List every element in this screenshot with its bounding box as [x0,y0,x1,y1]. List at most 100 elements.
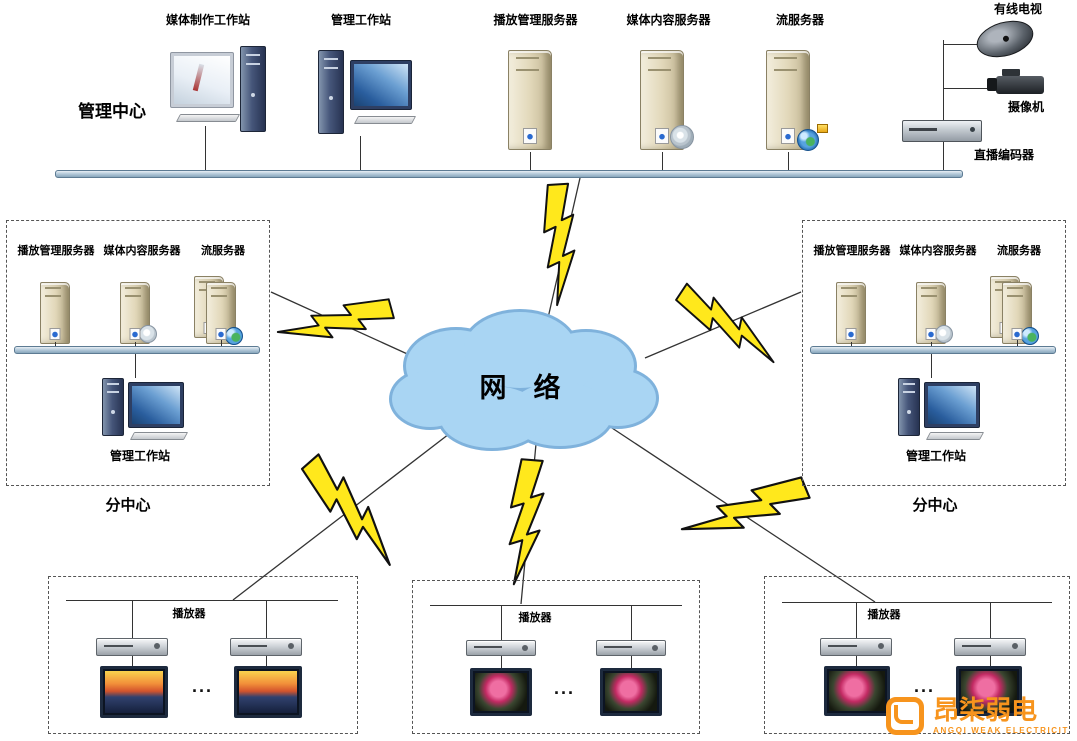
subcenter-playback-server-icon [836,282,866,344]
monitor-screen [132,386,180,424]
subcenter-stream-server-icon [1002,282,1039,345]
globe-icon [1021,327,1039,345]
lightning-bolt-icon [667,281,790,364]
label-live-encoder: 直播编码器 [973,148,1034,162]
left-subcenter-lan-bus [14,346,260,354]
connector-line [631,605,632,640]
label-stream-server: 流服务器 [775,13,824,27]
display-screen-icon [100,666,168,718]
terminal-bus-line [66,600,338,601]
subcenter-ws-tower-icon [102,378,124,436]
label-subcenter-playback-server: 播放管理服务器 [17,245,95,257]
watermark-subtitle: ANGQI WEAK ELECTRICIT [933,726,1069,735]
management-ws-tower-icon [318,50,344,134]
keyboard-icon [925,432,985,440]
screen-image [961,671,1017,711]
connector-line [943,142,944,170]
monitor-screen [354,64,408,106]
connector-line [856,656,857,666]
connector-line [55,342,56,348]
lightning-bolt-icon [276,281,399,368]
ellipsis: ... [192,676,214,696]
globe-icon [797,129,819,151]
lightning-bolt-icon [499,456,557,586]
live-encoder-icon [902,120,982,142]
connector-line [266,600,267,638]
right-subcenter-box [802,220,1066,486]
watermark-text: 昂柒弱电 ANGQI WEAK ELECTRICIT [933,697,1069,735]
video-camera-icon [987,69,1044,94]
connector-line [788,152,789,170]
management-center-title: 管理中心 [78,102,146,121]
keyboard-icon [129,432,189,440]
media-content-server-icon [640,50,694,150]
connector-line [943,88,992,89]
globe-icon [225,327,243,345]
subcenter-playback-server-icon [40,282,70,344]
terminal-bus-line [782,602,1052,603]
subcenter-content-server-icon [916,282,953,344]
label-subcenter-playback-server: 播放管理服务器 [813,245,891,257]
left-subcenter-title: 分中心 [105,497,151,514]
connector-line [135,354,136,378]
connector-line [1017,340,1018,348]
keyboard-icon [175,114,241,122]
connector-line [221,340,222,348]
connector-line [631,656,632,668]
display-screen-icon [824,666,890,716]
connector-line [931,342,932,348]
watermark: 昂柒弱电 ANGQI WEAK ELECTRICIT [886,697,1069,735]
screen-image [829,671,885,711]
display-screen-icon [470,668,532,716]
network-cloud [389,309,659,451]
lightning-bolt-icon [527,179,597,307]
subcenter-ws-monitor-icon [128,382,184,428]
subcenter-ws-monitor-icon [924,382,980,428]
watermark-brand: 昂柒弱电 [933,695,1038,725]
center-lan-bus [55,170,963,178]
lightning-bolt-icon [680,458,815,567]
media-chip-icon [817,124,828,133]
connector-line [132,656,133,666]
cd-disc-icon [139,325,157,343]
label-management-workstation: 管理工作站 [330,13,391,27]
cloud-fill [392,312,656,448]
keyboard-icon [353,116,417,124]
media-production-tower-icon [240,46,266,132]
subcenter-ws-tower-icon [898,378,920,436]
screen-image [475,673,527,711]
label-player: 播放器 [867,609,901,621]
connector-line [501,605,502,640]
cd-disc-icon [935,325,953,343]
connector-line [205,126,206,170]
connector-line [943,40,944,120]
middle-terminal-box [412,580,700,734]
display-screen-icon [956,666,1022,716]
connector-line [135,342,136,348]
connector-line [990,602,991,638]
monitor-screen [928,386,976,424]
label-playback-mgmt-server: 播放管理服务器 [493,13,578,27]
label-subcenter-stream-server: 流服务器 [997,245,1041,257]
label-player: 播放器 [518,612,552,624]
display-screen-icon [600,668,662,716]
right-subcenter-lan-bus [810,346,1056,354]
connector-line [132,600,133,638]
connector-line [360,136,361,170]
lightning-bolt-icon [287,450,418,566]
label-media-content-server: 媒体内容服务器 [626,13,711,27]
connector-line [530,152,531,170]
label-subcenter-content-server: 媒体内容服务器 [899,245,977,257]
network-cloud-label: 网 络 [479,373,561,403]
terminal-bus-line [430,605,682,606]
playback-mgmt-server-icon [508,50,552,150]
left-subcenter-box [6,220,270,486]
monitor-screen [174,56,230,104]
connector-line [662,152,663,170]
screen-image [239,671,297,713]
management-ws-monitor-icon [350,60,412,110]
label-subcenter-workstation: 管理工作站 [109,449,170,463]
player-device-icon [466,640,536,656]
ellipsis: ... [554,678,576,698]
